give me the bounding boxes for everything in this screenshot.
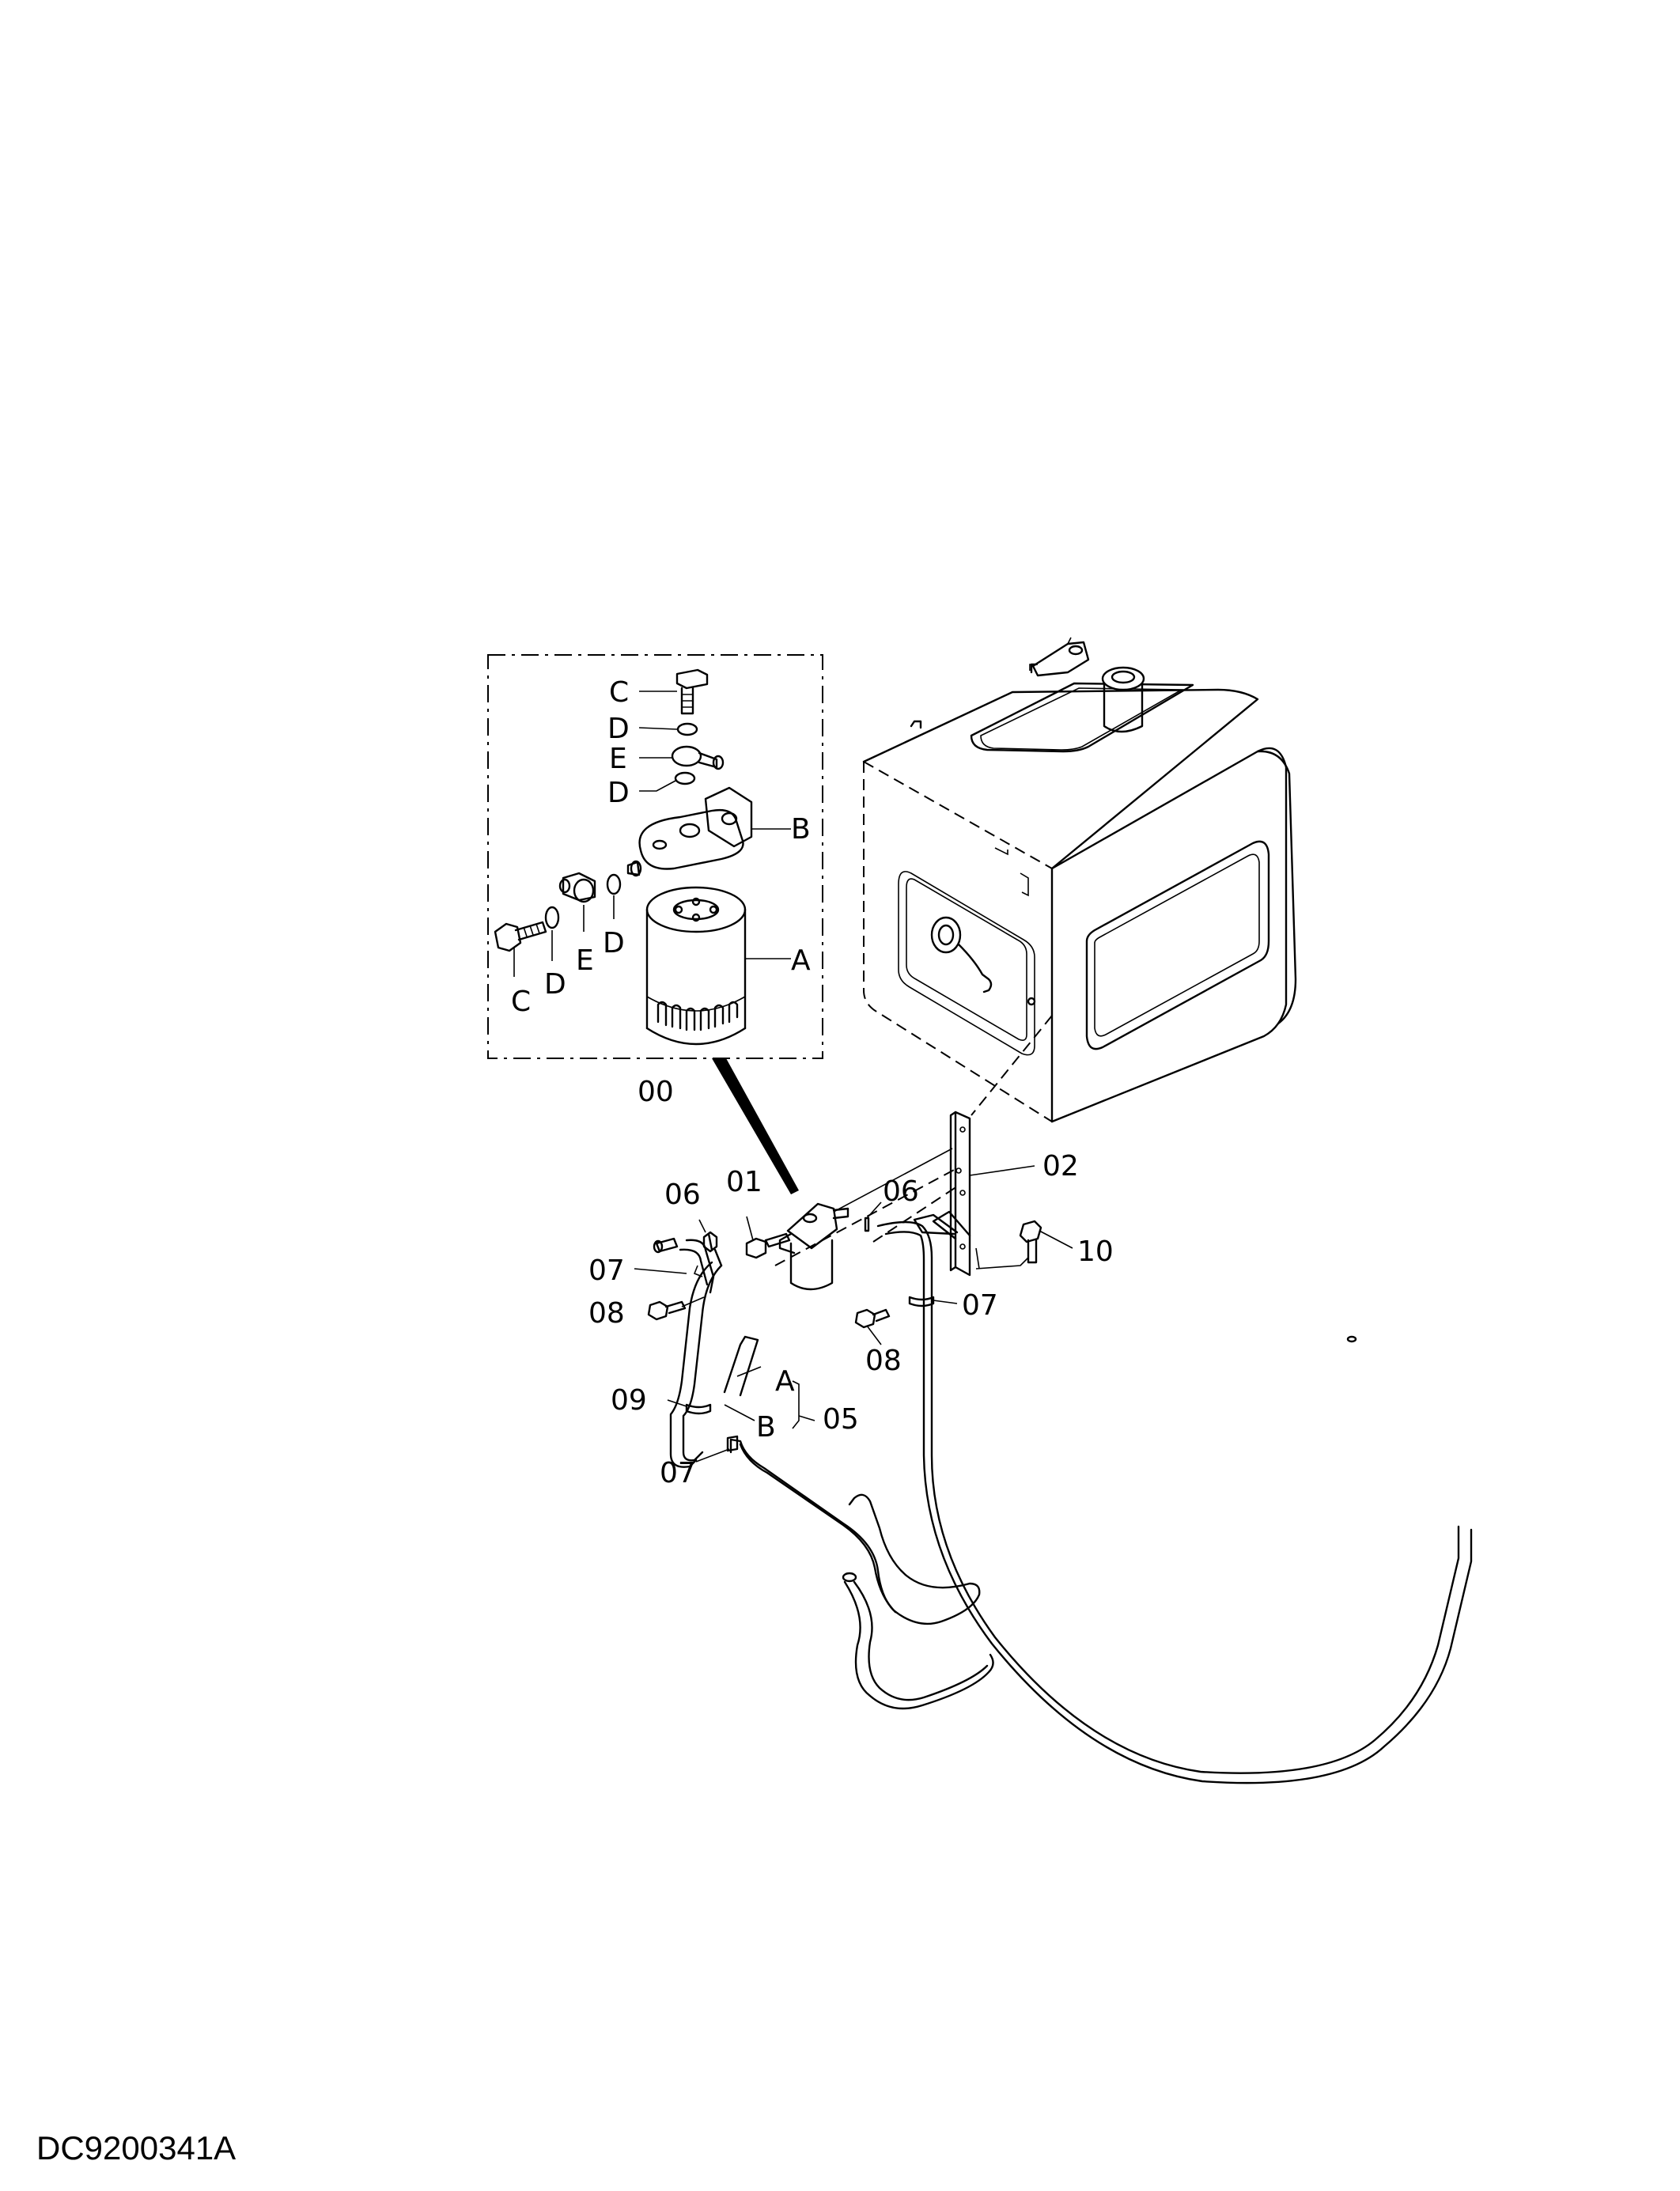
part-label-d: D bbox=[607, 713, 630, 745]
fuel-hoses bbox=[669, 1220, 1473, 1784]
eye-joint-icon bbox=[671, 745, 725, 770]
filter-element-icon bbox=[645, 886, 747, 1046]
callout-01: 01 bbox=[726, 1166, 762, 1198]
fitting-icon bbox=[745, 1237, 767, 1259]
callout-09: 09 bbox=[611, 1384, 647, 1417]
hose-label-b: B bbox=[756, 1411, 776, 1444]
callout-05: 05 bbox=[823, 1403, 859, 1436]
clamp-icon bbox=[726, 1435, 739, 1452]
hose-label-a: A bbox=[775, 1365, 795, 1398]
filter-head-icon bbox=[626, 786, 753, 877]
bolt-icon bbox=[494, 921, 547, 952]
clamp-icon bbox=[864, 1217, 870, 1232]
fuel-tank bbox=[862, 637, 1297, 1123]
fitting-icon bbox=[653, 1237, 679, 1254]
fuel-filter-assembly bbox=[764, 1202, 849, 1291]
detail-pointer bbox=[712, 1058, 799, 1194]
part-label-a: A bbox=[791, 944, 811, 977]
part-label-d: D bbox=[603, 927, 625, 959]
bolt-icon bbox=[675, 668, 709, 715]
part-label-b: B bbox=[791, 813, 811, 846]
part-label-d: D bbox=[607, 777, 630, 809]
mounting-bracket bbox=[913, 1111, 971, 1277]
callout-06: 06 bbox=[664, 1179, 701, 1211]
callout-10: 10 bbox=[1077, 1236, 1114, 1268]
bolt-icon bbox=[854, 1308, 891, 1329]
washer-icon bbox=[544, 906, 560, 929]
washer-icon bbox=[674, 771, 696, 785]
part-label-c: C bbox=[609, 676, 629, 709]
callout-02: 02 bbox=[1042, 1150, 1079, 1183]
group-label: 00 bbox=[638, 1076, 674, 1108]
clamp-icon bbox=[908, 1296, 935, 1307]
bolt-icon bbox=[647, 1300, 687, 1321]
part-label-c: C bbox=[511, 986, 531, 1018]
callout-07: 07 bbox=[588, 1254, 625, 1287]
callout-08: 08 bbox=[588, 1297, 625, 1330]
washer-icon bbox=[676, 722, 698, 736]
callout-06: 06 bbox=[883, 1175, 919, 1208]
detail-box bbox=[487, 654, 823, 1059]
eye-joint-icon bbox=[558, 872, 596, 903]
drawing-code: DC9200341A bbox=[36, 2129, 236, 2166]
callout-07: 07 bbox=[660, 1457, 696, 1489]
clamp-icon bbox=[685, 1403, 712, 1415]
part-label-d: D bbox=[544, 968, 566, 1001]
bolt-icon bbox=[1019, 1220, 1042, 1264]
callout-08: 08 bbox=[865, 1345, 902, 1377]
washer-icon bbox=[606, 873, 622, 895]
part-label-e: E bbox=[576, 944, 594, 977]
callout-07: 07 bbox=[962, 1289, 998, 1322]
part-label-e: E bbox=[609, 743, 627, 775]
